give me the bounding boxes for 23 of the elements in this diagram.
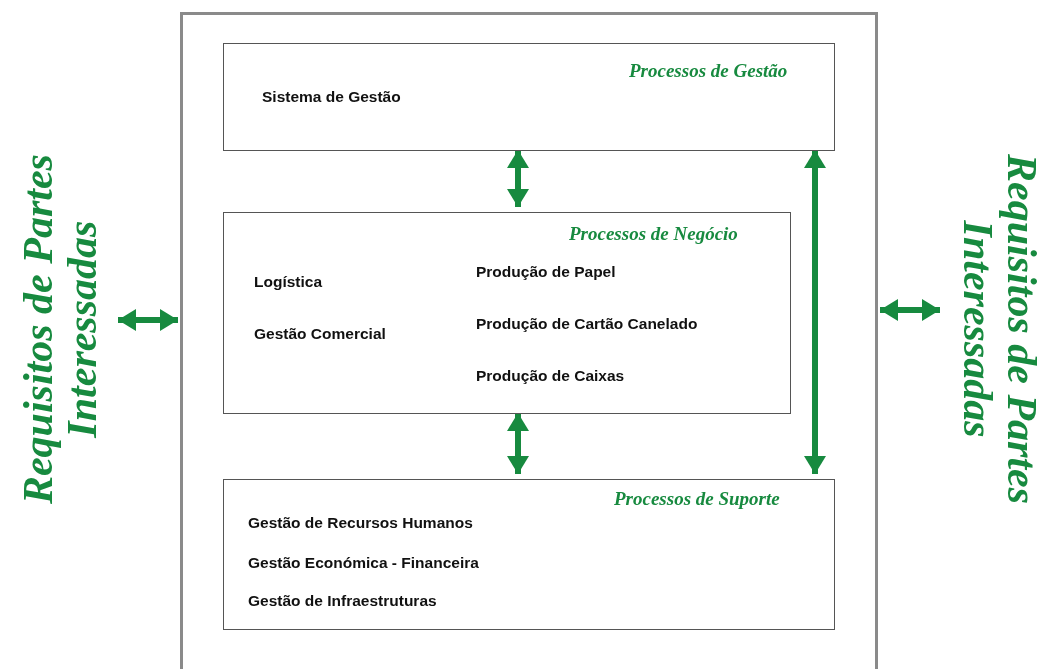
group-heading: Processos de Negócio [569,223,738,245]
process-label: Gestão de Infraestruturas [248,592,437,610]
process-box [223,212,791,414]
group-heading: Processos de Gestão [629,60,788,82]
double-arrow [507,413,529,474]
process-box [223,479,835,630]
frame-box [180,12,878,669]
side-heading: Requisitos de Partes Interessadas [15,129,105,530]
process-label: Gestão Comercial [254,325,386,343]
process-label: Produção de Cartão Canelado [476,315,698,333]
double-arrow [118,309,178,331]
double-arrow [804,150,826,474]
process-box [223,43,835,151]
process-label: Produção de Papel [476,263,616,281]
process-label: Produção de Caixas [476,367,625,385]
process-label: Gestão de Recursos Humanos [248,514,473,532]
double-arrow [880,299,940,321]
process-label: Gestão Económica - Financeira [248,554,479,572]
side-heading: Requisitos de Partes Interessadas [955,129,1045,530]
group-heading: Processos de Suporte [614,488,780,510]
double-arrow [507,150,529,207]
process-label: Sistema de Gestão [262,88,401,106]
process-label: Logística [254,273,323,291]
